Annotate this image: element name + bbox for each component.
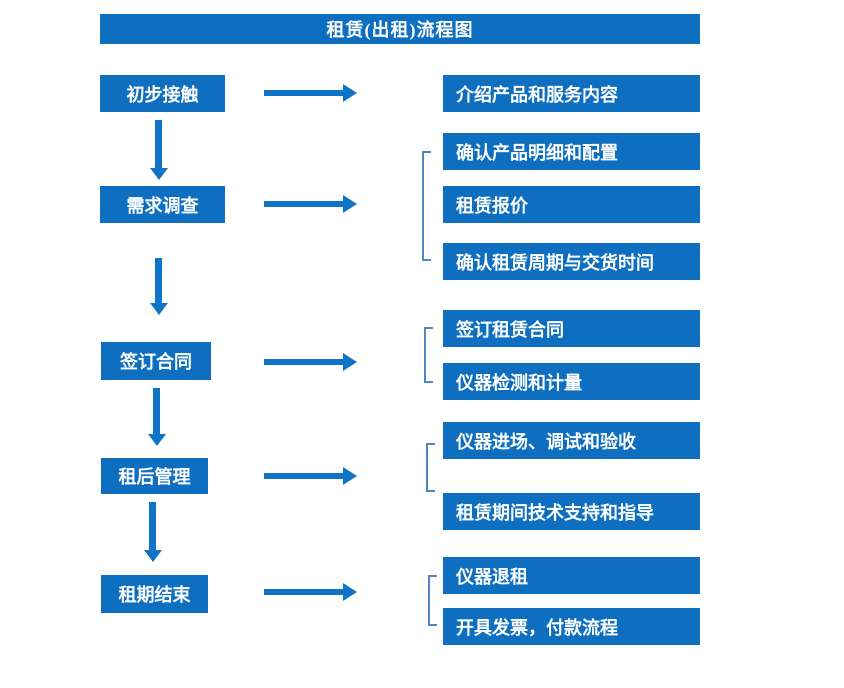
detail-technical-support-guidance: 租赁期间技术支持和指导 xyxy=(443,493,700,530)
step-box-rental-end: 租期结束 xyxy=(101,575,208,613)
right-arrow-step4 xyxy=(264,473,343,479)
detail-confirm-product-details-config: 确认产品明细和配置 xyxy=(443,133,700,170)
detail-invoice-payment-process: 开具发票，付款流程 xyxy=(443,608,700,645)
page-title: 租赁(出租)流程图 xyxy=(100,14,700,44)
right-arrow-step1 xyxy=(264,90,343,96)
right-arrow-step2 xyxy=(264,201,343,207)
group-bracket-step3 xyxy=(424,327,433,383)
right-arrow-step3 xyxy=(264,359,343,365)
detail-instrument-return: 仪器退租 xyxy=(443,557,700,594)
down-arrow-step3-step4 xyxy=(153,388,160,434)
detail-rental-quotation: 租赁报价 xyxy=(443,186,700,223)
detail-instrument-inspection-measurement: 仪器检测和计量 xyxy=(443,363,700,400)
down-arrow-step4-step5 xyxy=(149,502,156,550)
detail-sign-rental-contract: 签订租赁合同 xyxy=(443,310,700,347)
group-bracket-step2 xyxy=(422,151,431,261)
step-box-demand-survey: 需求调查 xyxy=(100,186,225,223)
step-box-sign-contract: 签订合同 xyxy=(101,342,211,380)
detail-instrument-entry-debug-acceptance: 仪器进场、调试和验收 xyxy=(443,422,700,459)
step-box-post-rental-management: 租后管理 xyxy=(101,458,208,494)
group-bracket-step5 xyxy=(428,575,437,626)
group-bracket-step4 xyxy=(426,443,435,492)
right-arrow-step5 xyxy=(264,589,343,595)
down-arrow-step1-step2 xyxy=(155,120,162,168)
down-arrow-step2-step3 xyxy=(155,258,162,303)
step-box-initial-contact: 初步接触 xyxy=(100,75,225,112)
detail-confirm-rental-period-delivery: 确认租赁周期与交货时间 xyxy=(443,243,700,280)
detail-introduce-products-services: 介绍产品和服务内容 xyxy=(443,75,700,112)
